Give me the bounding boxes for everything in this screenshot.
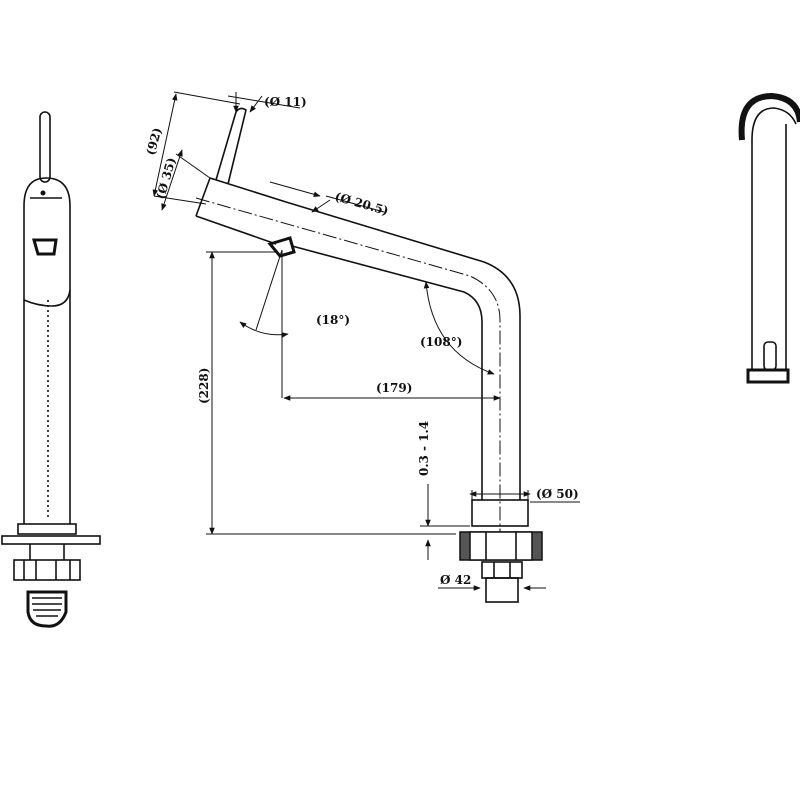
dimension-labels: (Ø 11) (92) (Ø 35) (Ø 20.5) (18°) (108°)… [143, 95, 578, 587]
side-spout-outer [285, 201, 521, 500]
label-bend-angle: (108°) [420, 335, 462, 349]
front-lever [39, 111, 51, 183]
front-nut [13, 559, 81, 581]
label-body-diameter: (Ø 35) [153, 156, 178, 201]
side-body-end [195, 177, 211, 217]
side-shank [485, 577, 519, 603]
label-deck-thickness: 0.3 - 1.4 [417, 421, 431, 476]
front-deck-plate [1, 535, 101, 545]
side-view [195, 107, 543, 603]
dimension-lines [152, 91, 580, 591]
top-view-arc [738, 92, 800, 141]
top-view-lever [763, 341, 777, 371]
label-reach: (179) [376, 381, 412, 395]
label-base-diameter: (Ø 50) [536, 487, 579, 501]
label-handle-height: (92) [143, 126, 164, 157]
label-tilt-angle: (18°) [316, 313, 350, 327]
side-nut [481, 561, 523, 579]
front-aerator [32, 238, 58, 256]
front-hose-connector [26, 590, 68, 628]
side-lever [215, 107, 247, 185]
top-view [738, 92, 800, 384]
side-spout-inner [291, 245, 483, 500]
side-aerator [267, 236, 296, 258]
label-lever-diameter: (Ø 11) [264, 95, 307, 109]
top-view-aerator [746, 368, 790, 384]
label-spout-diameter: (Ø 20.5) [333, 189, 390, 218]
label-height: (228) [197, 368, 211, 404]
front-cap-dot [40, 190, 46, 196]
label-shank-diameter: Ø 42 [440, 573, 471, 587]
side-base [471, 499, 529, 527]
front-base-ring [17, 523, 77, 535]
front-view [1, 111, 101, 628]
